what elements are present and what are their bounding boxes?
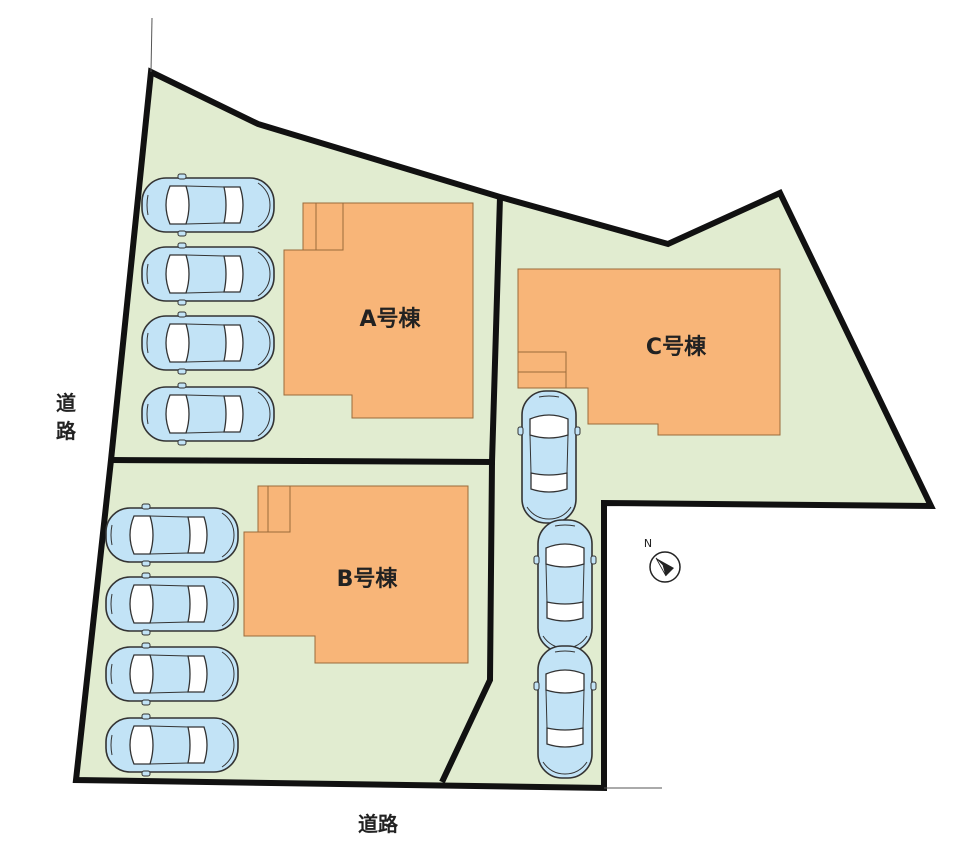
- car-icon: [534, 646, 596, 778]
- building-c: C号棟: [517, 268, 781, 436]
- car-icon: [105, 642, 239, 706]
- compass-north-label: N: [644, 537, 652, 550]
- building-a: A号棟: [283, 202, 474, 419]
- road-west-label-char1: 道: [56, 391, 76, 415]
- lot-dividers: [110, 196, 503, 784]
- road-edges: [150, 17, 662, 789]
- car-icon: [518, 391, 580, 523]
- building-b: B号棟: [243, 485, 469, 664]
- road-west-label-char2: 路: [56, 419, 77, 443]
- car-icon: [141, 173, 275, 237]
- car-icon: [105, 713, 239, 777]
- building-c-label: C号棟: [646, 334, 707, 360]
- car-icon: [105, 503, 239, 567]
- car-icon: [534, 520, 596, 652]
- car-icon: [105, 572, 239, 636]
- road-west: 道 路: [56, 391, 77, 443]
- compass-icon: N: [644, 537, 681, 583]
- building-b-label: B号棟: [337, 566, 399, 592]
- car-icon: [141, 242, 275, 306]
- car-icon: [141, 311, 275, 375]
- road-south-label: 道路: [358, 812, 399, 836]
- building-a-label: A号棟: [359, 306, 421, 332]
- car-icon: [141, 382, 275, 446]
